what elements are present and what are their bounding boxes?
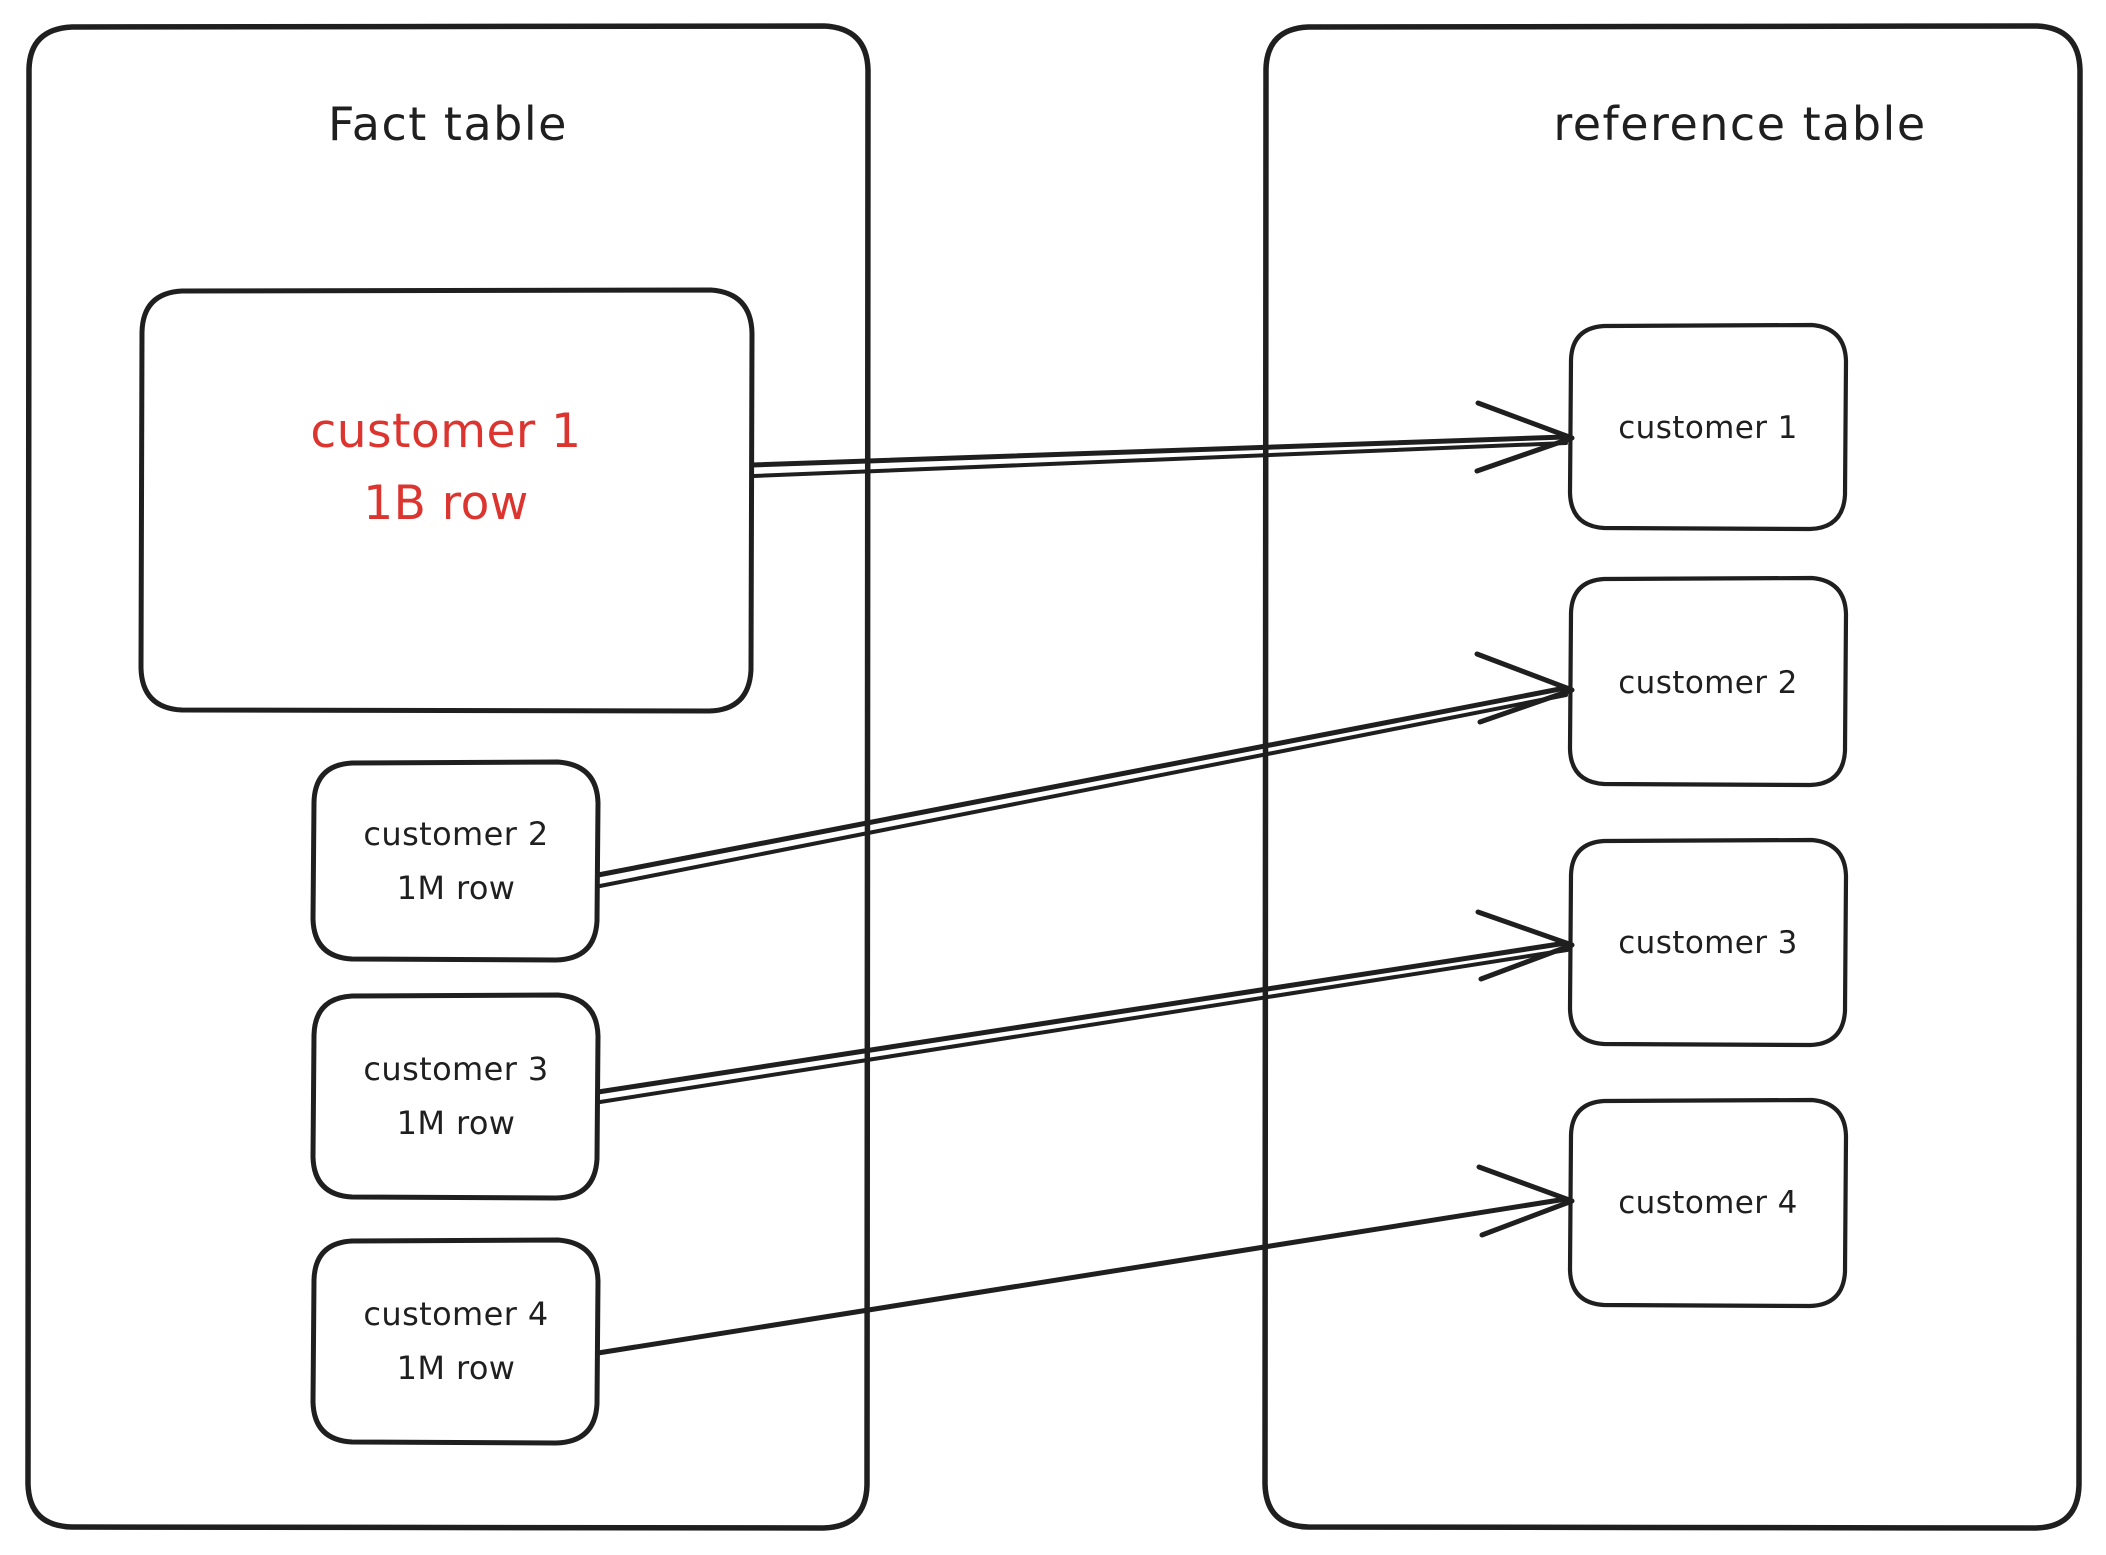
fact-node-customer-4-line2: 1M row — [397, 1349, 516, 1387]
fact-node-customer-3-line1: customer 3 — [363, 1050, 548, 1088]
reference-node-customer-3[interactable]: customer 3 — [1567, 837, 1849, 1048]
fact-node-customer-4-outline — [310, 1237, 601, 1446]
reference-node-customer-4[interactable]: customer 4 — [1567, 1097, 1849, 1309]
reference-node-customer-2[interactable]: customer 2 — [1567, 575, 1849, 788]
reference-node-customer-3-label: customer 3 — [1618, 925, 1798, 961]
fact-node-customer-1-line2: 1B row — [363, 476, 529, 531]
reference-node-customer-2-outline — [1567, 575, 1849, 788]
reference-node-customer-4-label: customer 4 — [1618, 1185, 1798, 1221]
connector-layer — [595, 400, 1575, 1356]
connector-fact-2-to-ref-2[interactable] — [595, 651, 1575, 888]
fact-node-customer-2-outline — [310, 759, 601, 963]
fact-node-customer-1-line1: customer 1 — [310, 404, 581, 459]
fact-table-group[interactable]: Fact table customer 1 1B row customer 2 … — [25, 23, 871, 1531]
connector-fact-3-to-ref-3[interactable] — [595, 909, 1575, 1104]
fact-table-title: Fact table — [328, 97, 568, 151]
fact-node-customer-1-outline — [138, 287, 755, 714]
fact-node-customer-2-line1: customer 2 — [363, 815, 548, 853]
fact-node-customer-3[interactable]: customer 3 1M row — [310, 992, 601, 1201]
reference-node-customer-3-outline — [1567, 837, 1849, 1048]
fact-node-customer-1[interactable]: customer 1 1B row — [138, 287, 755, 714]
reference-node-customer-2-label: customer 2 — [1618, 665, 1798, 701]
fact-node-customer-4-line1: customer 4 — [363, 1295, 548, 1333]
fact-node-customer-2-line2: 1M row — [397, 869, 516, 907]
reference-node-customer-4-outline — [1567, 1097, 1849, 1309]
reference-node-customer-1-label: customer 1 — [1618, 410, 1798, 446]
fact-node-customer-2[interactable]: customer 2 1M row — [310, 759, 601, 963]
connector-fact-1-to-ref-1[interactable] — [749, 400, 1575, 478]
connector-fact-4-to-ref-4[interactable] — [595, 1164, 1575, 1356]
fact-node-customer-3-line2: 1M row — [397, 1104, 516, 1142]
reference-table-title: reference table — [1553, 97, 1926, 151]
reference-node-customer-1[interactable]: customer 1 — [1567, 322, 1849, 532]
fact-node-customer-3-outline — [310, 992, 601, 1201]
reference-table-group[interactable]: reference table customer 1 customer 2 cu… — [1262, 23, 2083, 1531]
fact-node-customer-4[interactable]: customer 4 1M row — [310, 1237, 601, 1446]
reference-node-customer-1-outline — [1567, 322, 1849, 532]
